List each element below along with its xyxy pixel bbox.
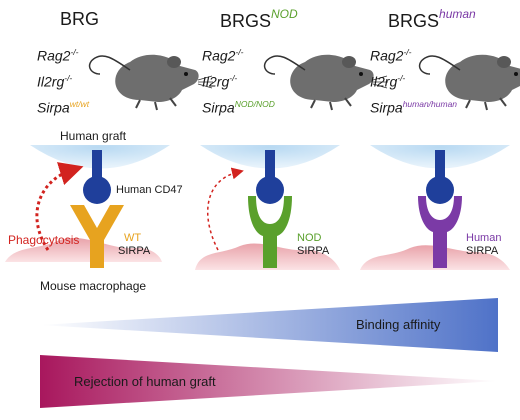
sirpa-wt-label-top: WT	[124, 232, 142, 244]
human-graft-label: Human graft	[60, 129, 127, 143]
strain-title-brgs-human-base: BRGS	[388, 11, 440, 31]
strain-title-brgs-nod-sup: NOD	[271, 7, 298, 21]
cd47-receptor-2	[256, 150, 284, 204]
strain-title-brgs-human-sup: human	[439, 7, 476, 21]
rejection-wedge	[40, 355, 498, 408]
sirpa-wt-receptor	[70, 205, 124, 268]
binding-affinity-label: Binding affinity	[356, 317, 441, 332]
genotype-sirpa-1: Sirpawt/wt	[37, 100, 89, 115]
sirpa-human-label-bottom: SIRPA	[466, 245, 499, 257]
strain-title-brg-base: BRG	[60, 9, 100, 29]
gene-il2rg-name: Il2rg	[202, 73, 230, 90]
genotype-sirpa-3: Sirpahuman/human	[370, 100, 457, 115]
sirpa-nod-label-top: NOD	[297, 232, 322, 244]
genotype-il2rg-1: Il2rg-/-	[37, 74, 72, 89]
genotype-rag2-1: Rag2-/-	[37, 48, 79, 63]
gene-sirpa-sup-wt: wt/wt	[69, 99, 90, 109]
sirpa-wt-label-bottom: SIRPA	[118, 245, 151, 257]
genotype-il2rg-2: Il2rg-/-	[202, 74, 237, 89]
gene-il2rg-sup: -/-	[229, 73, 238, 83]
phagocytosis-arrow-2	[206, 167, 244, 251]
gene-sirpa-sup-human: human/human	[402, 99, 458, 109]
gene-il2rg-name: Il2rg	[370, 73, 398, 90]
cd47-receptor-1	[83, 150, 111, 204]
gene-sirpa-name: Sirpa	[37, 99, 70, 116]
phagocytosis-arrow-1	[35, 162, 84, 251]
mouse-icon-brgs-nod	[263, 54, 388, 111]
mouse-icon-brg	[88, 54, 213, 111]
gene-sirpa-sup-nod: NOD/NOD	[234, 99, 275, 109]
sirpa-human-label-top: Human	[466, 232, 502, 244]
cd47-receptor-3	[426, 150, 454, 204]
mouse-macrophage-label: Mouse macrophage	[40, 279, 147, 293]
gene-rag2-name: Rag2	[37, 47, 71, 64]
phagocytosis-label: Phagocytosis	[8, 233, 80, 247]
strain-title-brgs-human: BRGShuman	[388, 7, 476, 31]
genotype-il2rg-3: Il2rg-/-	[370, 74, 405, 89]
strain-title-brg: BRG	[60, 10, 99, 28]
gene-il2rg-name: Il2rg	[37, 73, 65, 90]
gene-rag2-name: Rag2	[370, 47, 404, 64]
gene-rag2-sup: -/-	[70, 47, 79, 57]
gene-rag2-name: Rag2	[202, 47, 236, 64]
genotype-rag2-2: Rag2-/-	[202, 48, 244, 63]
genotype-sirpa-2: SirpaNOD/NOD	[202, 100, 275, 115]
genotype-rag2-3: Rag2-/-	[370, 48, 412, 63]
binding-affinity-wedge	[40, 298, 498, 352]
rejection-label: Rejection of human graft	[74, 374, 216, 389]
sirpa-nod-receptor	[248, 196, 292, 268]
gene-il2rg-sup: -/-	[64, 73, 73, 83]
gene-sirpa-name: Sirpa	[370, 99, 403, 116]
mouse-macrophage-1	[5, 237, 162, 262]
strain-title-brgs-nod-base: BRGS	[220, 11, 272, 31]
sirpa-nod-label-bottom: SIRPA	[297, 245, 330, 257]
sirpa-human-receptor	[418, 196, 462, 268]
gene-rag2-sup: -/-	[235, 47, 244, 57]
mouse-icon-brgs-human	[418, 54, 520, 111]
gene-sirpa-name: Sirpa	[202, 99, 235, 116]
gene-il2rg-sup: -/-	[397, 73, 406, 83]
human-cd47-label: Human CD47	[116, 184, 183, 196]
gene-rag2-sup: -/-	[403, 47, 412, 57]
strain-title-brgs-nod: BRGSNOD	[220, 7, 298, 31]
